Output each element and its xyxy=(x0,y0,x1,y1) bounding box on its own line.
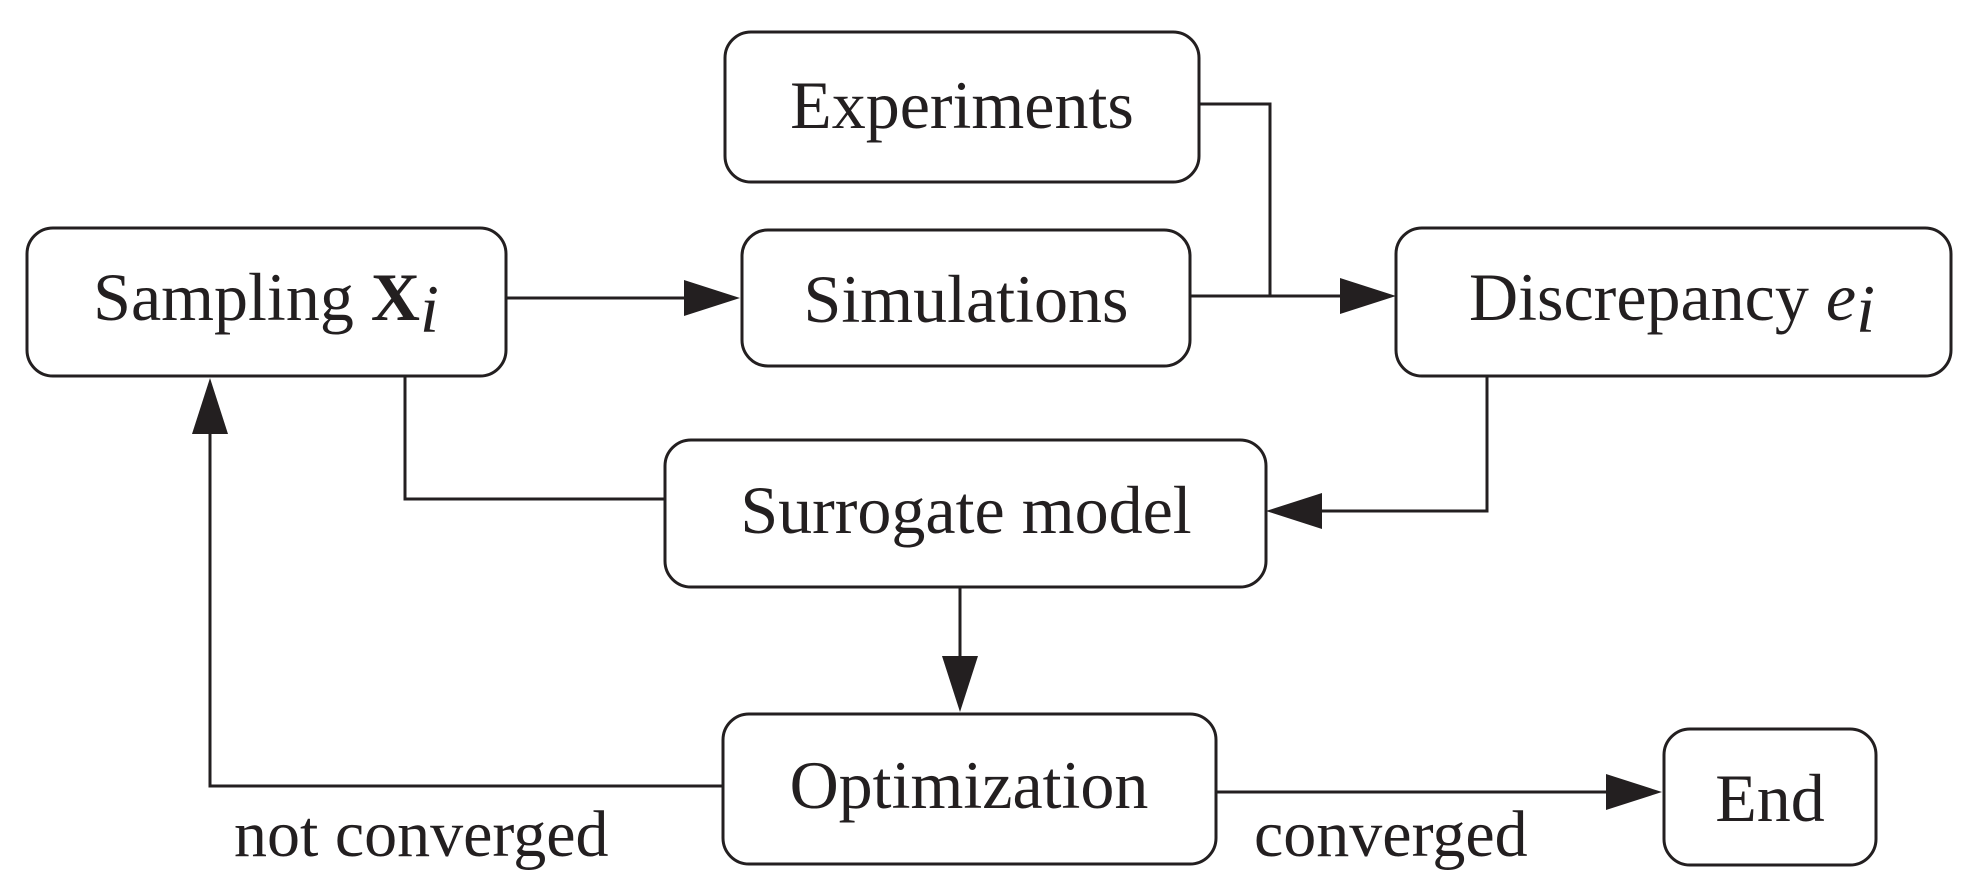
sampling-label-text: Sampling xyxy=(93,259,371,335)
arrowhead-discrepancy-to-surrogate xyxy=(1266,493,1322,529)
node-experiments: Experiments xyxy=(723,30,1201,184)
discrepancy-label: Discrepancy ei xyxy=(1469,259,1875,347)
surrogate-model-label: Surrogate model xyxy=(740,472,1191,548)
discrepancy-subscript: i xyxy=(1856,271,1875,347)
node-surrogate-model: Surrogate model xyxy=(663,438,1268,589)
node-simulations: Simulations xyxy=(740,228,1192,368)
end-label: End xyxy=(1715,760,1825,836)
optimization-label: Optimization xyxy=(790,747,1149,823)
edge-experiments-to-discrepancy xyxy=(1197,102,1272,298)
simulations-label: Simulations xyxy=(804,261,1129,337)
arrowhead-optimization-to-end xyxy=(1606,774,1662,810)
node-end: End xyxy=(1662,727,1878,867)
sampling-subscript: i xyxy=(420,271,439,347)
experiments-label: Experiments xyxy=(790,67,1134,143)
arrowhead-optimization-to-sampling xyxy=(192,378,228,434)
sampling-label: Sampling Xi xyxy=(93,259,439,347)
arrowhead-sampling-to-simulations xyxy=(684,280,740,316)
not-converged-label: not converged xyxy=(234,798,609,871)
discrepancy-label-text: Discrepancy xyxy=(1469,259,1826,335)
node-sampling: Sampling Xi xyxy=(25,226,508,378)
node-optimization: Optimization xyxy=(721,712,1218,866)
edge-sampling-to-surrogate xyxy=(403,374,667,501)
node-discrepancy: Discrepancy ei xyxy=(1394,226,1953,378)
sampling-symbol: X xyxy=(371,259,420,335)
arrowhead-surrogate-to-optimization xyxy=(942,656,978,712)
edge-discrepancy-to-surrogate xyxy=(1318,374,1489,513)
arrowhead-simulations-to-discrepancy xyxy=(1340,278,1396,314)
edge-optimization-to-sampling xyxy=(208,428,725,788)
discrepancy-symbol: e xyxy=(1826,259,1856,335)
converged-label: converged xyxy=(1254,798,1528,871)
